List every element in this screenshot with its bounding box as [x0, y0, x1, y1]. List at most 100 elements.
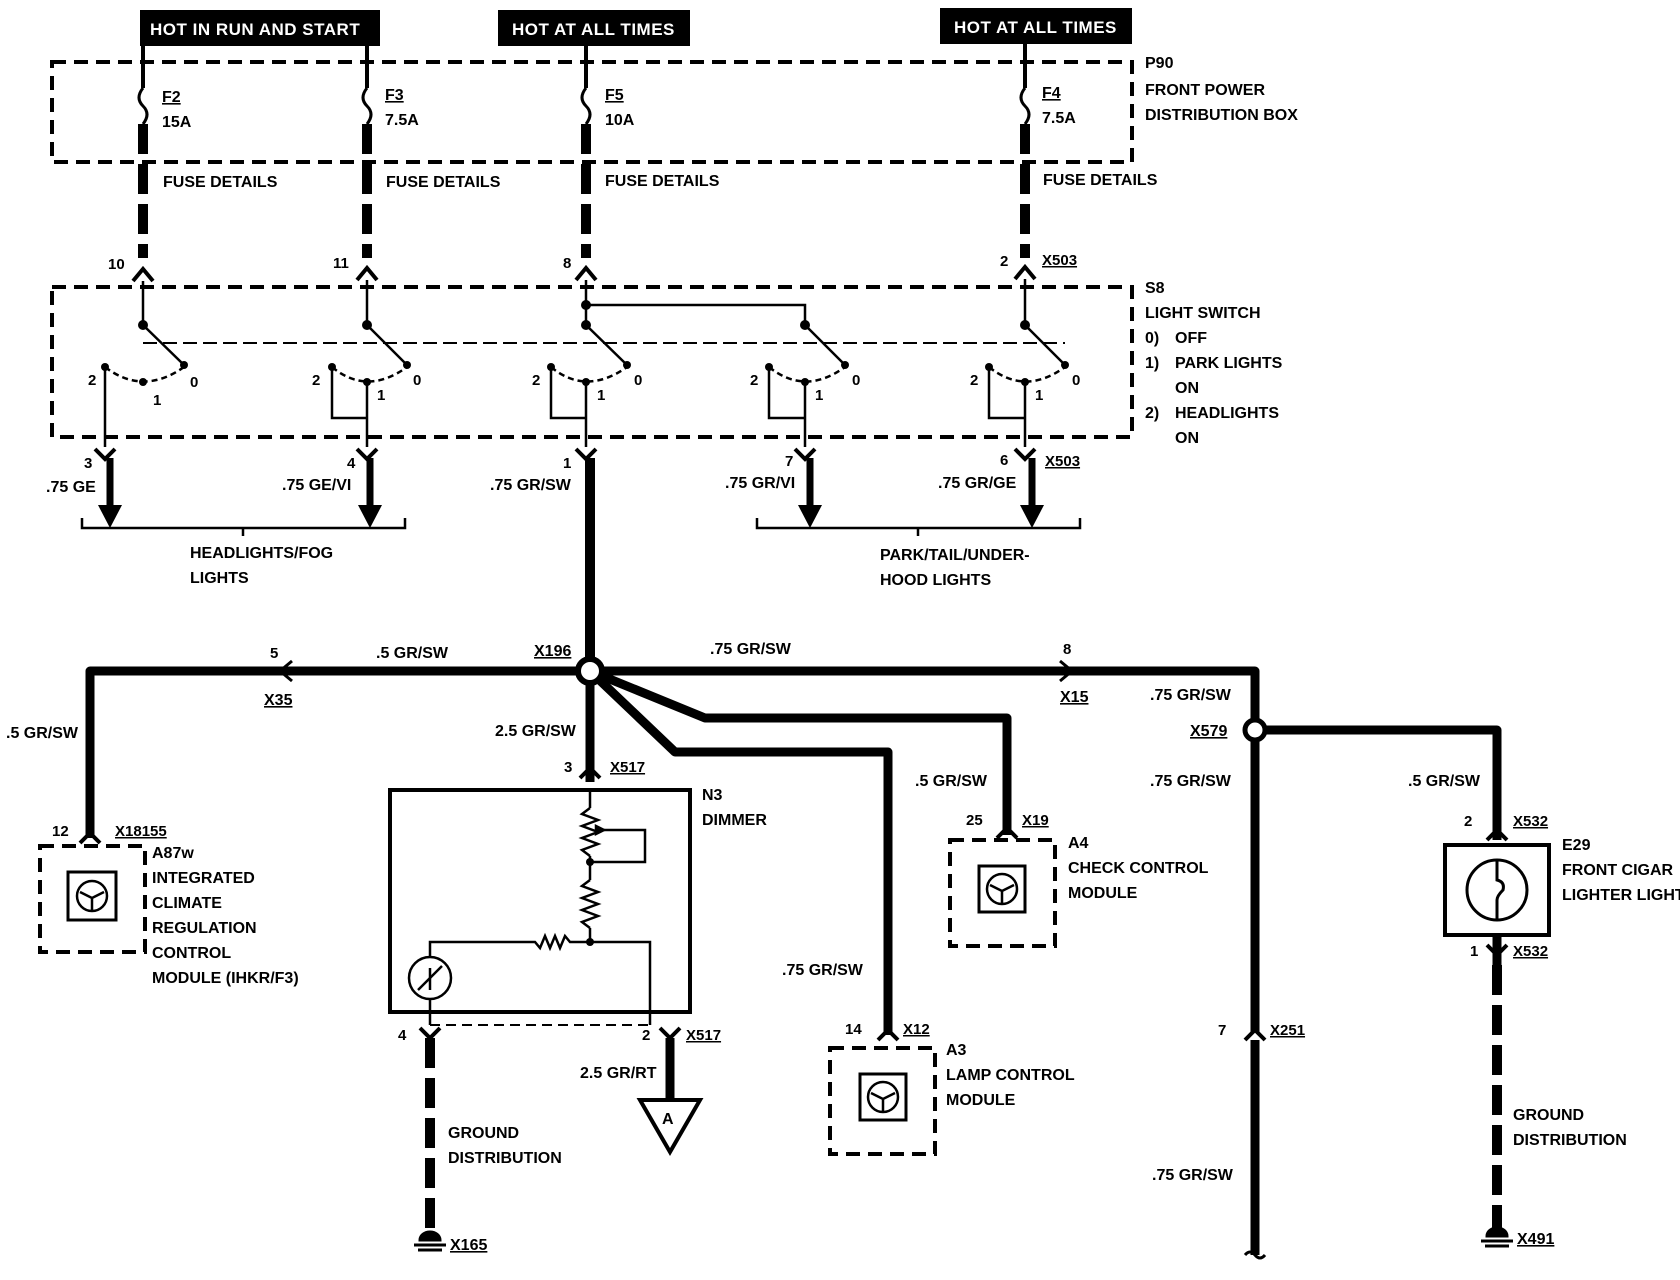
module-name: MODULE (IHKR/F3)	[152, 970, 299, 987]
module-a87w: 12 X18155 A87w INTEGRATED CLIMATE REGULA…	[38, 823, 299, 987]
splice-x579	[1242, 717, 1268, 743]
pos-2: 2	[970, 372, 978, 389]
connector-label: X517	[686, 1027, 721, 1044]
connector-label: X35	[264, 692, 293, 709]
wire-label: .5 GR/SW	[915, 773, 988, 790]
pin-label: 5	[270, 645, 278, 662]
pin-label: 12	[52, 823, 69, 840]
pin-label: 3	[564, 759, 572, 776]
module-name: REGULATION	[152, 920, 257, 937]
connector-label: X251	[1270, 1022, 1305, 1039]
pin-label: 4	[347, 455, 356, 472]
switch-output-wire-labels: .75 GE .75 GE/VI .75 GR/SW .75 GR/VI .75…	[46, 475, 1017, 496]
wire-label: .75 GR/SW	[1150, 687, 1232, 704]
module-icon	[866, 1080, 900, 1114]
module-name: MODULE	[1068, 885, 1138, 902]
fuse-f4: F4 7.5A	[1042, 85, 1076, 127]
pos-0: 0	[634, 372, 642, 389]
switch-output-pins: 3 4 1 7 6 X503	[84, 452, 1080, 472]
module-name: CLIMATE	[152, 895, 222, 912]
group-brace-park	[755, 518, 1082, 536]
pos-1: 1	[153, 392, 161, 409]
ground-icon	[414, 1230, 446, 1252]
fuse-f5: F5 10A	[605, 87, 635, 129]
pin-label: 4	[398, 1027, 407, 1044]
fuse-rating: 15A	[162, 114, 192, 131]
connector-label: X18155	[115, 823, 167, 840]
fuse-details-label: FUSE DETAILS	[386, 174, 501, 191]
pin-label: 14	[845, 1021, 862, 1038]
fuse-box-id: P90	[1145, 55, 1174, 72]
switch-pos-num: 0)	[1145, 330, 1159, 347]
ground-connector-label: X165	[450, 1237, 487, 1254]
pin-label: 11	[333, 255, 349, 272]
wire-label: .75 GE	[46, 479, 96, 496]
pin-label: 8	[563, 255, 571, 272]
switch-input-connectors	[131, 263, 1037, 283]
splice-x196	[575, 656, 605, 686]
switch-id: S8	[1145, 280, 1165, 297]
connector-label: X517	[610, 759, 645, 776]
pos-2: 2	[750, 372, 758, 389]
fuse-details-label: FUSE DETAILS	[1043, 172, 1158, 189]
pos-1: 1	[597, 387, 605, 404]
header-hot-at-all-times-2: HOT AT ALL TIMES	[940, 8, 1132, 44]
pos-0: 0	[413, 372, 421, 389]
module-id: A3	[946, 1042, 967, 1059]
pos-0: 0	[190, 374, 198, 391]
group-label-park-2: HOOD LIGHTS	[880, 572, 991, 589]
wire-label: .75 GR/SW	[1150, 773, 1232, 790]
wire-label: .75 GR/GE	[938, 475, 1017, 492]
connector-label: X532	[1513, 943, 1548, 960]
header-hot-in-run-start: HOT IN RUN AND START	[140, 10, 380, 46]
lamp-e29: 2 X532 E29 FRONT CIGAR LIGHTER LIGHT 1 X…	[1443, 813, 1680, 1248]
module-name: CONTROL	[152, 945, 231, 962]
ground-label: DISTRIBUTION	[448, 1150, 562, 1167]
fuse-details-label: FUSE DETAILS	[163, 174, 278, 191]
connector-label: X532	[1513, 813, 1548, 830]
connector-label: X503	[1045, 453, 1080, 470]
pin-label: 2	[1000, 253, 1008, 270]
group-label-park: PARK/TAIL/UNDER-	[880, 547, 1030, 564]
wire-label: .75 GR/SW	[710, 641, 792, 658]
dimmer-id: N3	[702, 787, 723, 804]
lamp-id: E29	[1562, 837, 1591, 854]
module-name: MODULE	[946, 1092, 1016, 1109]
wire-label: .75 GR/SW	[1152, 1167, 1234, 1184]
pos-2: 2	[88, 372, 96, 389]
group-label-headlights: HEADLIGHTS/FOG	[190, 545, 333, 562]
pin-label: 1	[1470, 943, 1478, 960]
connector-x251: 7 X251 .75 GR/SW	[1152, 1022, 1305, 1260]
pin-label: 3	[84, 455, 92, 472]
header-hot-at-all-times-1: HOT AT ALL TIMES	[498, 10, 690, 46]
module-name: CHECK CONTROL	[1068, 860, 1209, 877]
splice-label: X579	[1190, 723, 1227, 740]
wire-label: 2.5 GR/RT	[580, 1065, 657, 1082]
pos-1: 1	[1035, 387, 1043, 404]
connector-label: X503	[1042, 252, 1077, 269]
front-power-distribution-box: P90 FRONT POWER DISTRIBUTION BOX	[50, 55, 1298, 164]
module-a3: 14 X12 A3 LAMP CONTROL MODULE	[828, 1021, 1075, 1156]
fuse-id: F5	[605, 87, 624, 104]
ground-connector-label: X491	[1517, 1231, 1554, 1248]
header-text: HOT IN RUN AND START	[150, 20, 360, 39]
switch-contacts	[101, 300, 1069, 386]
ground-label: DISTRIBUTION	[1513, 1132, 1627, 1149]
fuse-rating: 10A	[605, 112, 635, 129]
wire-label: 2.5 GR/SW	[495, 723, 577, 740]
pos-0: 0	[1072, 372, 1080, 389]
switch-pos-headlights-on: ON	[1175, 430, 1199, 447]
switch-input-pins: 10 11 8 2 X503	[108, 252, 1077, 273]
switch-pos-park-on: ON	[1175, 380, 1199, 397]
connector-label: X15	[1060, 689, 1089, 706]
fuse-f2: F2 15A	[162, 89, 192, 131]
switch-pos-num: 1)	[1145, 355, 1159, 372]
fuse-rating: 7.5A	[1042, 110, 1076, 127]
module-name: INTEGRATED	[152, 870, 255, 887]
light-switch-s8: S8 LIGHT SWITCH 0) OFF 1) PARK LIGHTS ON…	[50, 280, 1283, 447]
ground-label: GROUND	[1513, 1107, 1584, 1124]
switch-name: LIGHT SWITCH	[1145, 305, 1261, 322]
lamp-name: FRONT CIGAR	[1562, 862, 1674, 879]
switch-internal-wiring	[103, 279, 1066, 447]
